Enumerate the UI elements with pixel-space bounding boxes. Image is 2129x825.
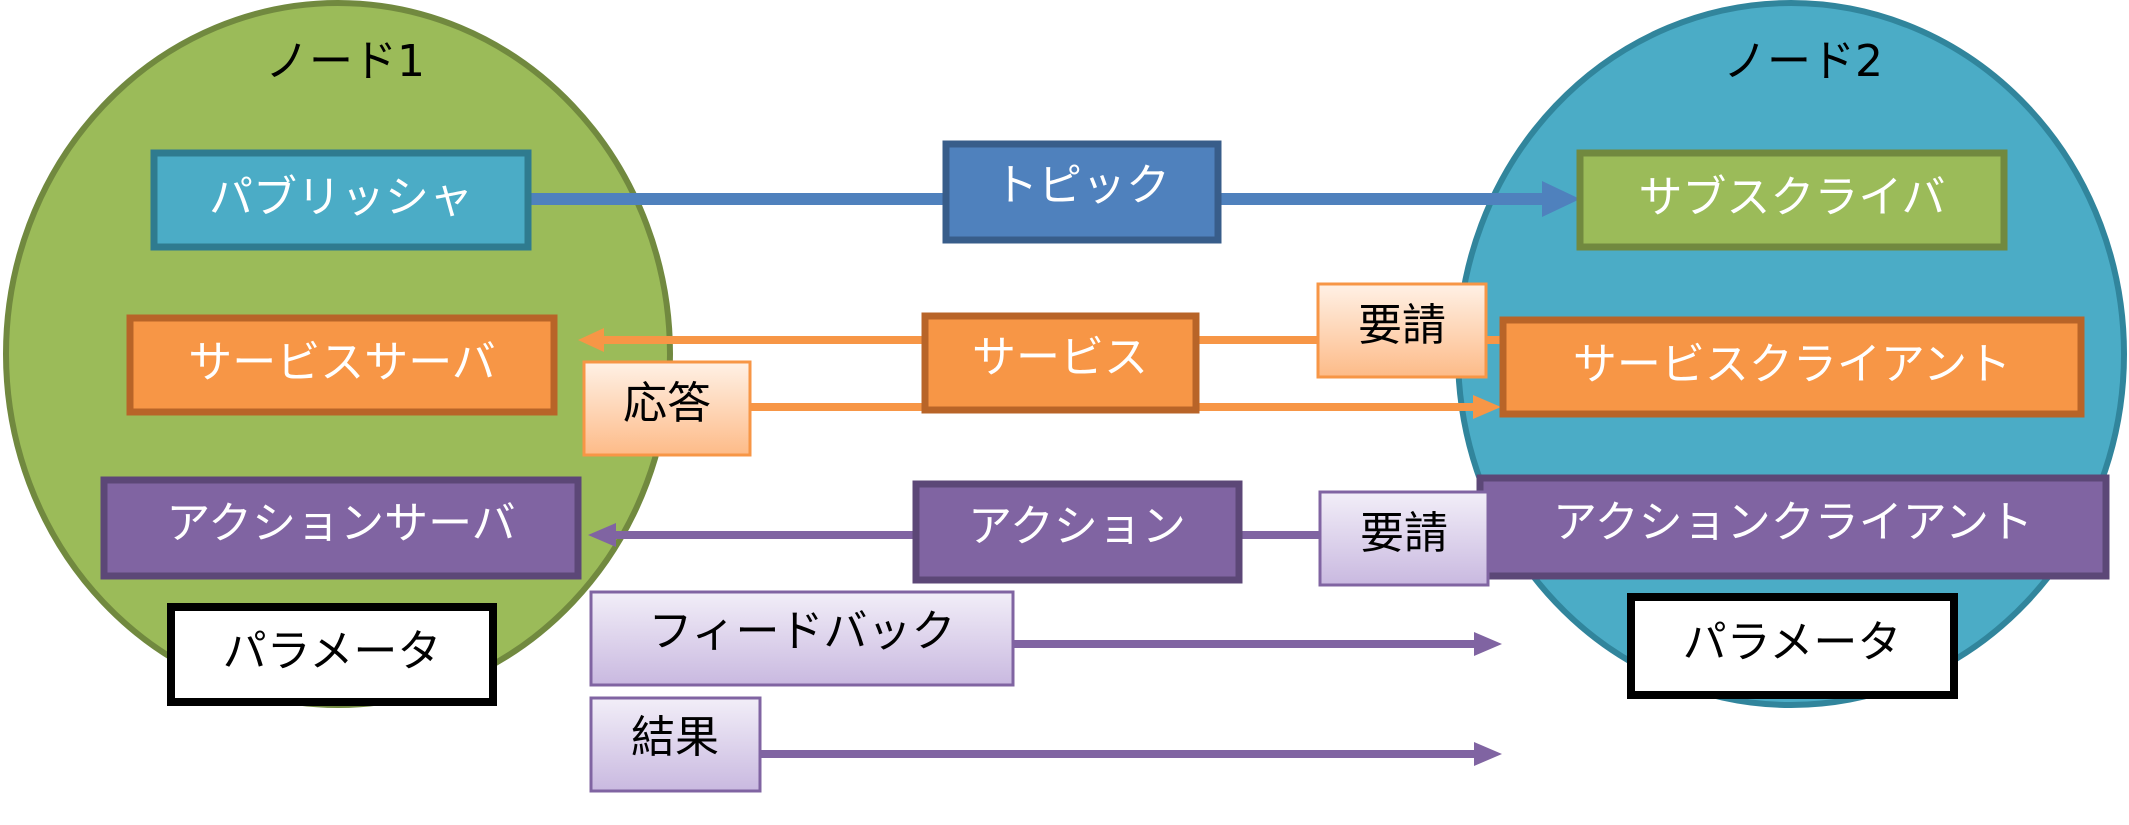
service-response-label: 応答	[623, 378, 711, 429]
action-result-label: 結果	[631, 712, 719, 763]
service-client-label: サービスクライアント	[1573, 339, 2011, 390]
service-box: サービス	[921, 312, 1200, 414]
service-client-box: サービスクライアント	[1499, 316, 2085, 418]
node2-label: ノード2	[1723, 36, 1883, 87]
service-response-box: 応答	[582, 360, 752, 457]
action-box: アクション	[912, 480, 1243, 584]
service-server-label: サービスサーバ	[188, 337, 496, 388]
action-feedback-box: フィードバック	[589, 590, 1015, 687]
action-request-box: 要請	[1318, 490, 1490, 587]
node2-parameter-box: パラメータ	[1627, 593, 1958, 699]
subscriber-label: サブスクライバ	[1638, 172, 1945, 223]
action-feedback-label: フィードバック	[648, 606, 955, 657]
action-result-box: 結果	[589, 696, 762, 793]
action-label: アクション	[968, 501, 1186, 552]
action-request-arrowhead	[588, 523, 616, 547]
node1-parameter-label: パラメータ	[223, 626, 442, 677]
service-request-box: 要請	[1316, 282, 1488, 379]
action-result-arrowhead	[1474, 742, 1502, 766]
topic-arrowhead	[1542, 181, 1580, 217]
node2-parameter-label: パラメータ	[1683, 617, 1902, 668]
action-server-label: アクションサーバ	[166, 498, 515, 549]
action-server-box: アクションサーバ	[100, 476, 582, 580]
topic-label: トピック	[994, 160, 1170, 211]
topic-box: トピック	[942, 140, 1222, 244]
service-response-arrowhead	[1473, 395, 1501, 419]
node1-parameter-box: パラメータ	[167, 603, 497, 706]
action-client-label: アクションクライアント	[1553, 497, 2033, 548]
action-client-box: アクションクライアント	[1476, 474, 2110, 580]
publisher-box: パブリッシャ	[150, 149, 532, 251]
node1-label: ノード1	[265, 36, 425, 87]
service-server-box: サービスサーバ	[126, 314, 558, 416]
service-request-arrowhead	[578, 328, 604, 352]
action-request-label: 要請	[1360, 508, 1448, 559]
publisher-label: パブリッシャ	[209, 172, 473, 223]
service-request-label: 要請	[1358, 300, 1446, 351]
action-feedback-arrowhead	[1474, 632, 1502, 656]
subscriber-box: サブスクライバ	[1576, 149, 2008, 251]
service-label: サービス	[972, 332, 1148, 383]
